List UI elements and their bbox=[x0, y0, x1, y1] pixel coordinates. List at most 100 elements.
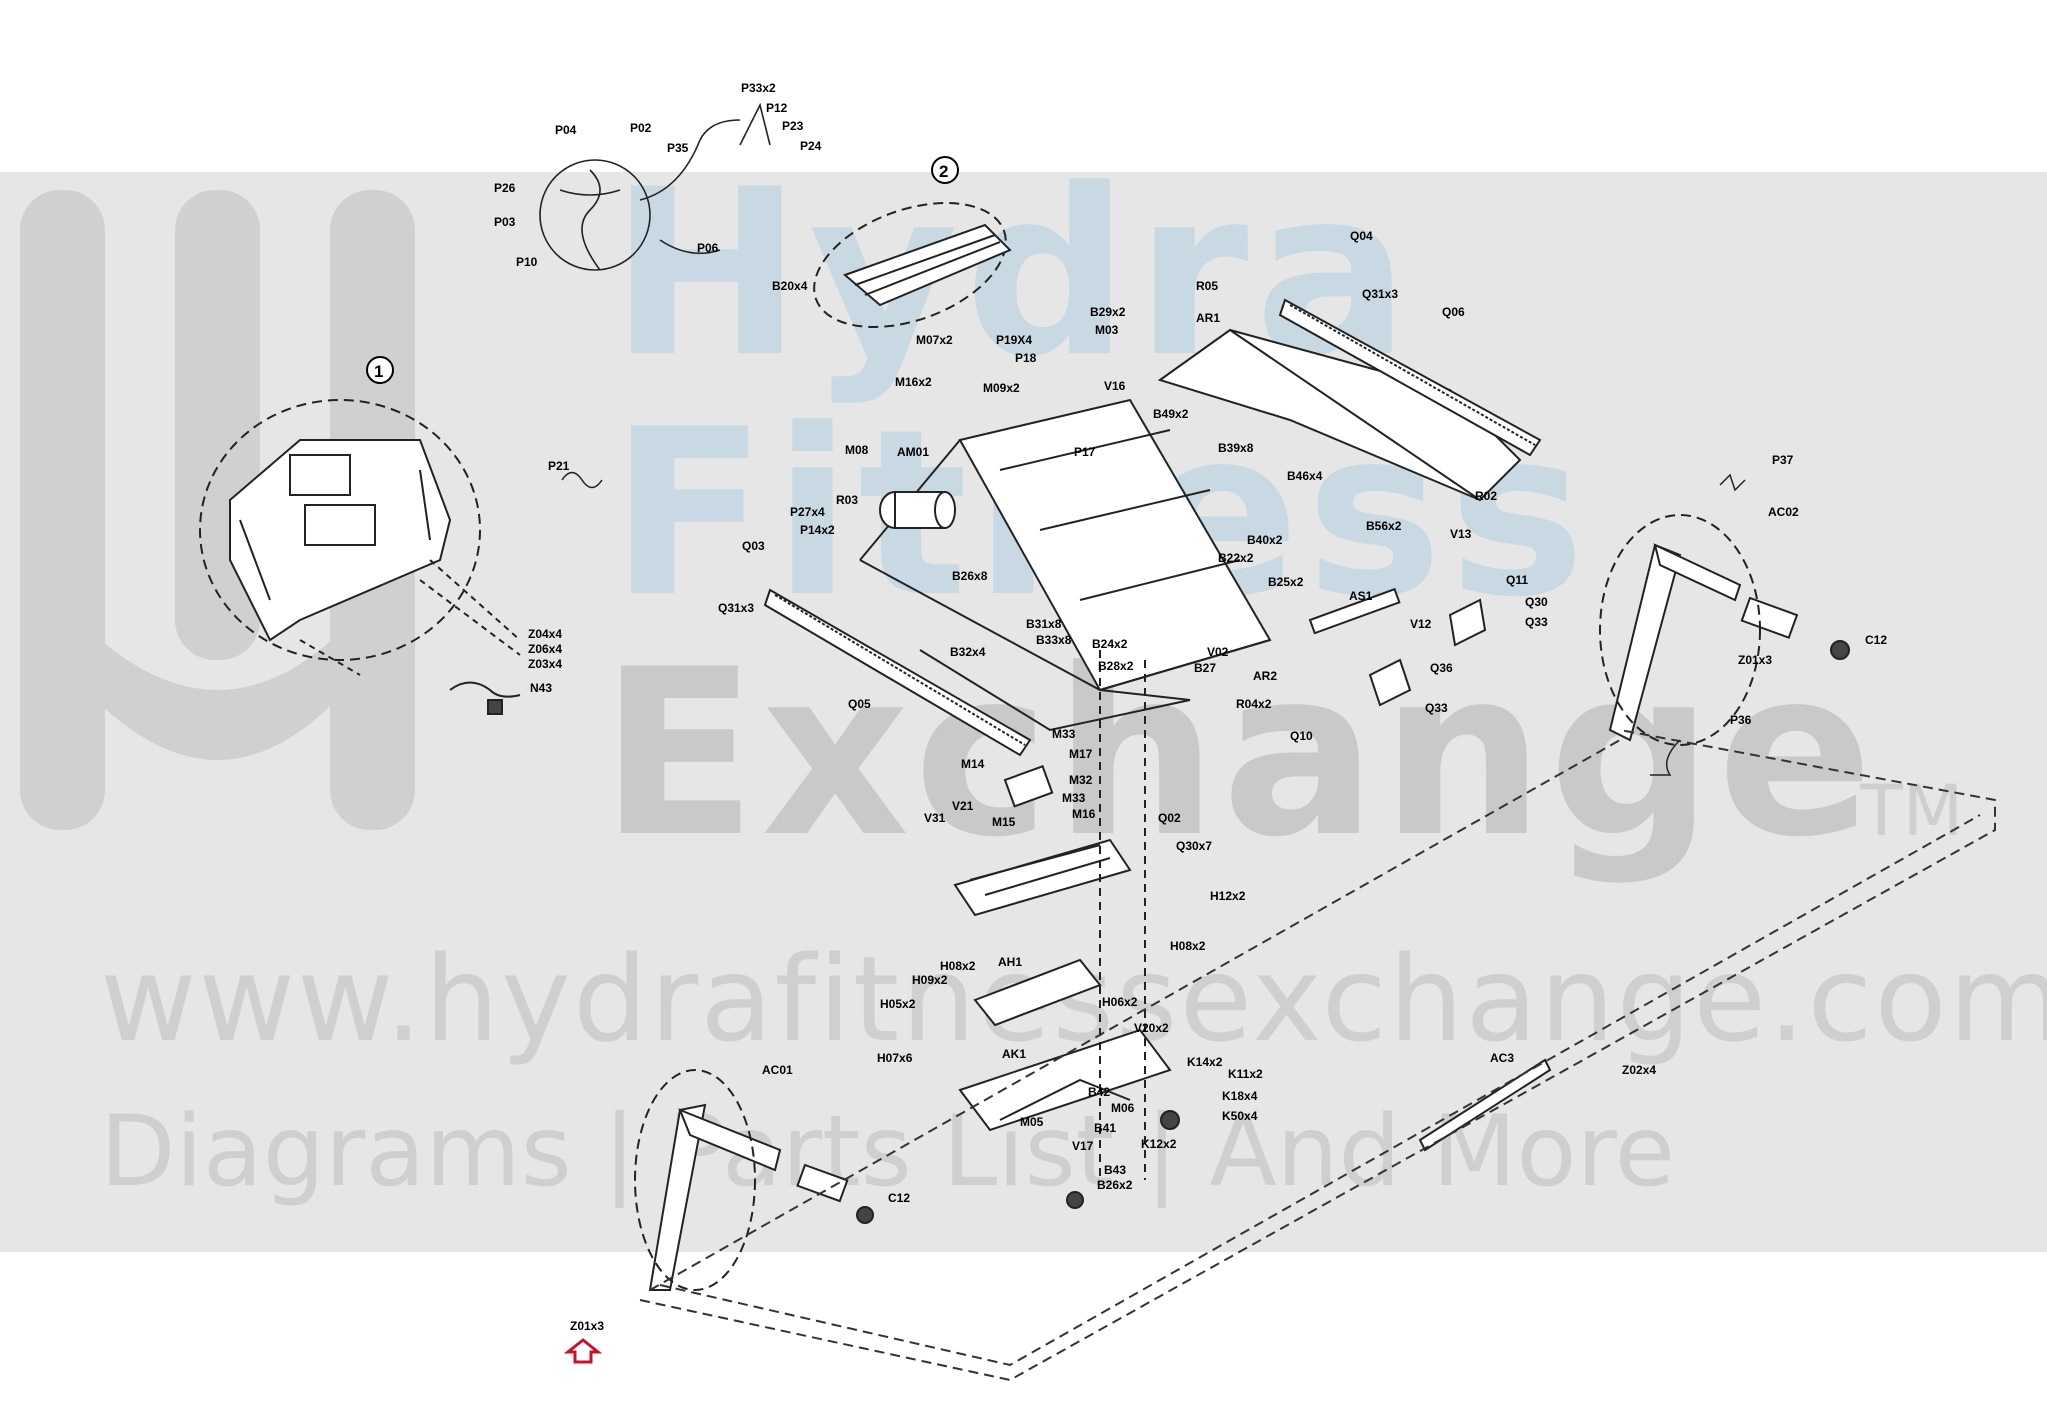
part-label: P24 bbox=[800, 139, 822, 153]
motor bbox=[879, 491, 956, 529]
part-label: M16x2 bbox=[895, 375, 932, 389]
part-label: K14x2 bbox=[1187, 1055, 1223, 1069]
electronics-tray bbox=[953, 765, 1132, 917]
side-rail-right bbox=[1278, 298, 1542, 457]
up-arrow-icon bbox=[563, 1338, 603, 1364]
part-label: M16 bbox=[1072, 807, 1096, 821]
part-label: B33x8 bbox=[1036, 633, 1072, 647]
part-label: H07x6 bbox=[877, 1051, 913, 1065]
part-label: B41 bbox=[1094, 1121, 1116, 1135]
part-label: P23 bbox=[782, 119, 804, 133]
part-label: Q30x7 bbox=[1176, 839, 1212, 853]
part-label: V21 bbox=[952, 799, 974, 813]
part-label: B26x2 bbox=[1097, 1178, 1133, 1192]
part-label: P33x2 bbox=[741, 81, 776, 95]
part-label: AC3 bbox=[1490, 1051, 1514, 1065]
part-label: R02 bbox=[1475, 489, 1497, 503]
part-label: V02 bbox=[1207, 645, 1229, 659]
part-label: V16 bbox=[1104, 379, 1126, 393]
part-label: Q33 bbox=[1525, 615, 1548, 629]
part-label: Z03x4 bbox=[528, 657, 562, 671]
part-label: Z01x3 bbox=[1738, 653, 1772, 667]
part-label: P17 bbox=[1074, 445, 1096, 459]
part-label: P35 bbox=[667, 141, 689, 155]
part-label: P19X4 bbox=[996, 333, 1032, 347]
part-label: B22x2 bbox=[1218, 551, 1254, 565]
part-label: B42 bbox=[1088, 1085, 1110, 1099]
part-label: Q11 bbox=[1506, 573, 1528, 587]
part-label: C12 bbox=[1865, 633, 1887, 647]
part-label: H08x2 bbox=[940, 959, 976, 973]
part-label: M09x2 bbox=[983, 381, 1020, 395]
motor-cover-assembly bbox=[813, 202, 1012, 328]
part-label: V13 bbox=[1450, 527, 1472, 541]
callout-2: 2 bbox=[939, 162, 948, 181]
part-label: V31 bbox=[924, 811, 946, 825]
deck-belt bbox=[1157, 328, 1522, 502]
watermark-exchange: Exchange bbox=[600, 621, 1878, 888]
small-wires bbox=[561, 471, 1746, 776]
part-label: Q36 bbox=[1430, 661, 1453, 675]
part-label: M07x2 bbox=[916, 333, 953, 347]
upright-right bbox=[1599, 514, 1850, 746]
part-label: K50x4 bbox=[1222, 1109, 1258, 1123]
part-label: R04x2 bbox=[1236, 697, 1272, 711]
part-label: Z02x4 bbox=[1622, 1063, 1656, 1077]
part-label: B24x2 bbox=[1092, 637, 1128, 651]
part-label: P26 bbox=[494, 181, 516, 195]
part-label: B49x2 bbox=[1153, 407, 1189, 421]
crossbar bbox=[1418, 1058, 1552, 1152]
part-label: P18 bbox=[1015, 351, 1037, 365]
part-label: H12x2 bbox=[1210, 889, 1246, 903]
part-label: P14x2 bbox=[800, 523, 835, 537]
part-label: AC01 bbox=[762, 1063, 793, 1077]
part-label: B26x8 bbox=[952, 569, 988, 583]
part-label: H05x2 bbox=[880, 997, 916, 1011]
console-assembly bbox=[199, 399, 521, 715]
part-label: P10 bbox=[516, 255, 538, 269]
part-label: H08x2 bbox=[1170, 939, 1206, 953]
part-label: Z06x4 bbox=[528, 642, 562, 656]
part-label: M05 bbox=[1020, 1115, 1044, 1129]
part-label: Q06 bbox=[1442, 305, 1465, 319]
part-label: M33 bbox=[1052, 727, 1076, 741]
part-label: K12x2 bbox=[1141, 1137, 1177, 1151]
part-label: K11x2 bbox=[1228, 1067, 1263, 1081]
part-label: Q31x3 bbox=[1362, 287, 1398, 301]
part-label: M17 bbox=[1069, 747, 1093, 761]
part-label: B39x8 bbox=[1218, 441, 1254, 455]
part-label: Q31x3 bbox=[718, 601, 754, 615]
part-label: V12 bbox=[1410, 617, 1432, 631]
part-label: H09x2 bbox=[912, 973, 948, 987]
part-label: H06x2 bbox=[1102, 995, 1138, 1009]
part-label: AR1 bbox=[1196, 311, 1220, 325]
watermark-url: www.hydrafitnessexchange.com bbox=[100, 930, 2047, 1068]
part-label: AS1 bbox=[1349, 589, 1373, 603]
part-label: Z04x4 bbox=[528, 627, 562, 641]
incline-frame bbox=[958, 650, 1180, 1209]
part-label: B31x8 bbox=[1026, 617, 1062, 631]
part-label: B28x2 bbox=[1098, 659, 1134, 673]
part-label: P36 bbox=[1730, 713, 1752, 727]
part-label: M06 bbox=[1111, 1101, 1135, 1115]
callout-circle-2 bbox=[931, 156, 959, 184]
side-rail-left bbox=[763, 588, 1032, 757]
part-label: K18x4 bbox=[1222, 1089, 1258, 1103]
part-label: B29x2 bbox=[1090, 305, 1126, 319]
part-label: P21 bbox=[548, 459, 570, 473]
part-label: B32x4 bbox=[950, 645, 986, 659]
part-label: P02 bbox=[630, 121, 652, 135]
part-label: R03 bbox=[836, 493, 858, 507]
part-label: Q02 bbox=[1158, 811, 1181, 825]
part-label: M03 bbox=[1095, 323, 1119, 337]
rollers bbox=[1308, 587, 1487, 707]
part-label: M32 bbox=[1069, 773, 1093, 787]
part-label: P04 bbox=[555, 123, 577, 137]
part-label: B25x2 bbox=[1268, 575, 1304, 589]
part-label: Q05 bbox=[848, 697, 871, 711]
part-label: P03 bbox=[494, 215, 516, 229]
watermark-tagline: Diagrams | Parts List | And More bbox=[100, 1095, 1675, 1209]
